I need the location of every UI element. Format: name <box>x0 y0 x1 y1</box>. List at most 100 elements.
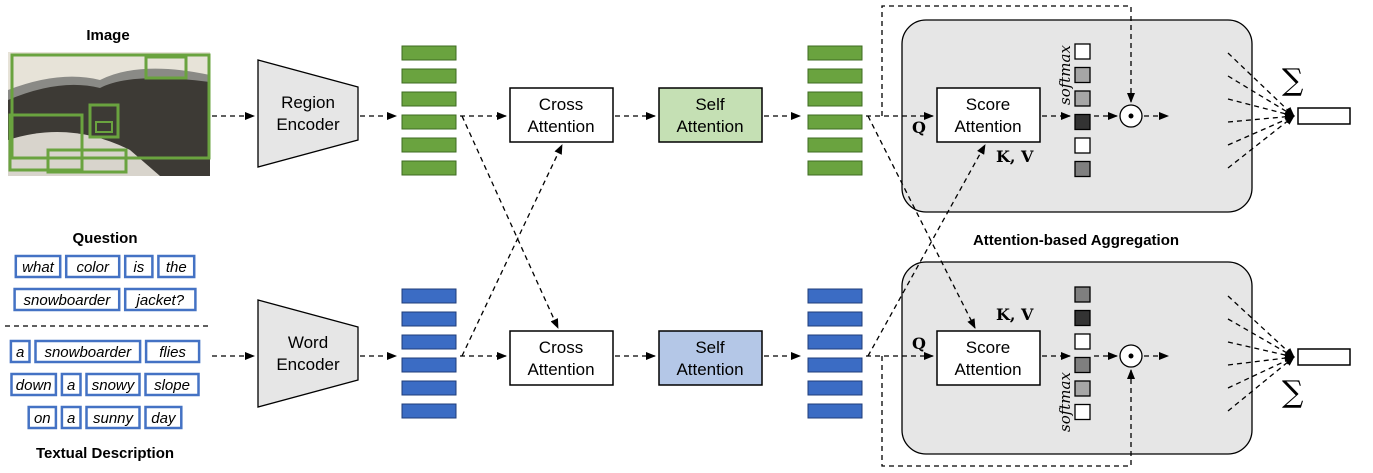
word-feature <box>401 380 457 396</box>
self-attention-top-label-2: Attention <box>676 117 743 136</box>
description-word-box <box>34 339 142 364</box>
score-attention-bottom-label-2: Attention <box>954 360 1021 379</box>
word-encoder-label-2: Encoder <box>276 355 340 374</box>
word-self-feature <box>807 311 863 327</box>
cross-attention-top-label-2: Attention <box>527 117 594 136</box>
softmax-weight-top <box>1074 43 1091 60</box>
word-self-feature <box>807 380 863 396</box>
region-self-feature <box>807 137 863 153</box>
description-word: sunny <box>93 410 135 427</box>
multiply-icon-top <box>1119 104 1143 128</box>
word-feature <box>401 357 457 373</box>
description-word-box <box>144 405 183 430</box>
region-self-feature <box>807 114 863 130</box>
question-word: jacket? <box>135 292 185 309</box>
description-word-box <box>144 339 201 364</box>
region-self-feature <box>807 160 863 176</box>
question-word: color <box>76 259 110 276</box>
description-word: a <box>67 377 75 394</box>
question-word-box <box>123 287 197 312</box>
softmax-weight-top <box>1074 113 1091 131</box>
output-vector-top <box>1297 107 1351 125</box>
description-word: a <box>67 410 75 427</box>
description-word: snowboarder <box>44 344 132 361</box>
question-title: Question <box>72 230 137 247</box>
description-word-box <box>85 372 141 397</box>
description-title: Textual Description <box>36 445 174 462</box>
question-word-box <box>13 287 121 312</box>
question-word-box <box>157 254 196 279</box>
softmax-label-bottom: softmax <box>1056 372 1074 432</box>
region-feature <box>401 91 457 107</box>
softmax-weights <box>1074 43 1091 421</box>
region-encoder-label-2: Encoder <box>276 115 340 134</box>
cross-attention-bottom <box>509 330 614 386</box>
word-encoder <box>257 299 359 408</box>
region-feature <box>401 114 457 130</box>
description-word: flies <box>159 344 186 361</box>
self-attention-bottom <box>658 330 763 386</box>
description-word-box <box>60 405 82 430</box>
region-self-feature <box>807 68 863 84</box>
question-word: is <box>133 259 144 276</box>
question-word: the <box>166 259 187 276</box>
input-image <box>8 52 211 176</box>
description-word: slope <box>154 377 190 394</box>
softmax-weight-top <box>1074 137 1091 154</box>
softmax-label-top: softmax <box>1056 45 1074 105</box>
score-attention-top-label-1: Score <box>966 95 1010 114</box>
region-self-feature <box>807 45 863 61</box>
region-encoder-label-1: Region <box>281 93 335 112</box>
word-self-feature <box>807 357 863 373</box>
description-word: on <box>34 410 51 427</box>
connector-arrows <box>212 5 1169 467</box>
cross-attention-top-label-1: Cross <box>539 95 583 114</box>
word-self-feature <box>807 403 863 419</box>
question-word: snowboarder <box>24 292 112 309</box>
self-attention-top-label-1: Self <box>695 95 725 114</box>
word-encoder-label-1: Word <box>288 333 328 352</box>
description-word-box <box>60 372 82 397</box>
question-word-box <box>123 254 154 279</box>
region-encoder <box>257 59 359 168</box>
word-feature <box>401 311 457 327</box>
description-word-box <box>144 372 200 397</box>
description-word: a <box>16 344 24 361</box>
self-attention-bottom-label-1: Self <box>695 338 725 357</box>
description-word-box <box>85 405 141 430</box>
self-attention-bottom-label-2: Attention <box>676 360 743 379</box>
score-attention-top-label-2: Attention <box>954 117 1021 136</box>
question-word-box <box>64 254 121 279</box>
word-self-feature <box>807 288 863 304</box>
image-title: Image <box>86 27 129 44</box>
score-attention-bottom-label-1: Score <box>966 338 1010 357</box>
word-feature <box>401 288 457 304</box>
question-word-box <box>14 254 62 279</box>
kv-label-bottom: K, V <box>996 305 1034 324</box>
word-feature <box>401 334 457 350</box>
softmax-weight-top <box>1074 160 1091 178</box>
cross-attention-top <box>509 87 614 143</box>
cross-attention-bottom-label-1: Cross <box>539 338 583 357</box>
score-attention-top <box>936 87 1041 143</box>
kv-label-top: K, V <box>996 147 1034 166</box>
softmax-weight-bottom <box>1074 309 1091 327</box>
sum-icon-bottom: ∑ <box>1282 375 1304 410</box>
description-word-box <box>10 372 58 397</box>
aggregation-title: Attention-based Aggregation <box>973 232 1179 249</box>
multiply-icon-bottom <box>1119 344 1143 368</box>
q-label-top: Q <box>912 118 926 137</box>
word-feature <box>401 403 457 419</box>
description-word-box <box>27 405 58 430</box>
score-attention-bottom <box>936 330 1041 386</box>
description-word: snowy <box>92 377 136 394</box>
description-word-box <box>9 339 31 364</box>
softmax-weight-bottom <box>1074 356 1091 374</box>
softmax-weight-bottom <box>1074 403 1091 421</box>
softmax-weight-bottom <box>1074 333 1091 350</box>
cross-attention-bottom-label-2: Attention <box>527 360 594 379</box>
word-self-feature <box>807 334 863 350</box>
description-word: down <box>16 377 52 394</box>
softmax-weight-top <box>1074 66 1091 84</box>
